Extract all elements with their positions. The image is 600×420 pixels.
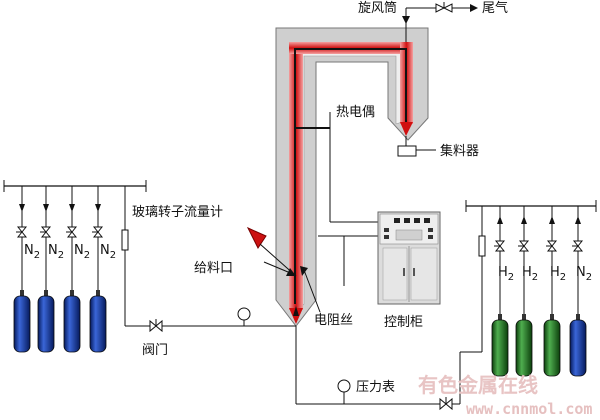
left-gas-label-0: N2 (24, 243, 40, 261)
label-pressure-gauge: 压力表 (356, 380, 395, 395)
branch-valve-icon[interactable] (494, 240, 506, 252)
label-valve: 阀门 (142, 343, 168, 358)
thermocouple (296, 112, 378, 223)
tail-gas-line (402, 2, 478, 42)
right-gas-labels: H2 H2 H2 N2 (498, 265, 592, 283)
left-cylinders (13, 186, 107, 353)
label-collector: 集料器 (440, 143, 479, 159)
left-gas-labels: N2 N2 N2 N2 (24, 243, 116, 261)
watermark-url: www.cnnmol.com (466, 400, 592, 418)
control-cabinet[interactable] (377, 211, 441, 305)
right-manifold (337, 200, 597, 411)
return-valve-icon[interactable] (439, 397, 453, 411)
branch-valve-icon[interactable] (16, 226, 28, 238)
right-gas-label-2: H2 (550, 265, 566, 283)
n2-cylinder-icon (89, 290, 107, 353)
n2-cylinder-icon (37, 290, 55, 353)
branch-valve-icon[interactable] (572, 240, 584, 252)
pressure-gauge-icon (237, 307, 251, 326)
label-tail-gas: 尾气 (482, 0, 508, 16)
n2-cylinder-icon (569, 314, 587, 377)
label-control-cabinet: 控制柜 (384, 315, 423, 330)
right-gas-label-3: N2 (576, 265, 592, 283)
feed-port[interactable] (246, 226, 297, 277)
tail-valve-icon[interactable] (435, 3, 446, 13)
h2-cylinder-icon (515, 314, 533, 377)
n2-cylinder-icon (63, 290, 81, 353)
branch-valve-icon[interactable] (518, 240, 530, 252)
label-thermocouple: 热电偶 (336, 105, 375, 120)
main-valve-icon[interactable] (149, 319, 163, 333)
h2-cylinder-icon (491, 314, 509, 377)
resistance-wire-lead (300, 235, 378, 313)
n2-cylinder-icon (13, 290, 31, 353)
h2-cylinder-icon (543, 314, 561, 377)
right-cylinders (491, 206, 587, 377)
label-flowmeter: 玻璃转子流量计 (132, 205, 223, 220)
branch-valve-icon[interactable] (546, 240, 558, 252)
label-cyclone: 旋风筒 (358, 0, 397, 16)
right-gas-label-0: H2 (498, 265, 514, 283)
left-manifold (3, 180, 440, 405)
right-gas-label-1: H2 (522, 265, 538, 283)
branch-valve-icon[interactable] (92, 226, 104, 238)
right-flowmeter-icon (478, 235, 486, 257)
watermark-cn: 有色金属在线 (418, 373, 538, 397)
flowmeter-icon (121, 229, 129, 251)
branch-valve-icon[interactable] (40, 226, 52, 238)
left-gas-label-1: N2 (48, 243, 64, 261)
branch-valve-icon[interactable] (66, 226, 78, 238)
pressure-gauge-bottom-icon (337, 379, 351, 404)
left-gas-label-3: N2 (100, 243, 116, 261)
label-resistance-wire: 电阻丝 (314, 313, 353, 328)
collector (397, 136, 436, 157)
left-gas-label-2: N2 (74, 243, 90, 261)
heating-tube (289, 42, 413, 324)
label-feed-port: 给料口 (194, 261, 233, 276)
